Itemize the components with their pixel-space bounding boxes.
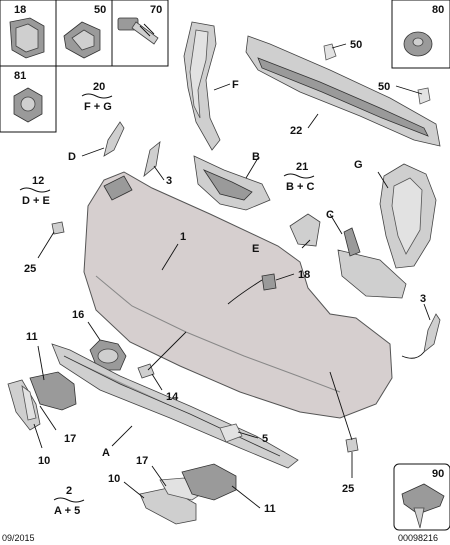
callout-2-sub: A + 5 [54, 505, 80, 517]
callout-17-left: 17 [64, 433, 76, 445]
inset-box-70[interactable]: 70 [111, 0, 169, 67]
inset-box-18[interactable]: 18 [0, 0, 57, 67]
bracket-e[interactable] [289, 213, 321, 247]
reflector-strip-3-left[interactable] [143, 141, 161, 178]
callout-11-left: 11 [26, 331, 38, 343]
callout-e: E [252, 243, 259, 255]
callout-80: 80 [432, 4, 444, 16]
bracket-c[interactable] [337, 249, 407, 299]
inset-box-81[interactable]: 81 [0, 65, 57, 133]
clip-18-mid[interactable] [261, 273, 277, 291]
reflector-frame-11-bottom[interactable] [181, 463, 237, 501]
callout-12: 12 [32, 175, 44, 187]
callout-25-bottom: 25 [342, 483, 354, 495]
callout-18-mid: 18 [298, 269, 310, 281]
callout-f: F [232, 79, 239, 91]
callout-21-sub: B + C [286, 181, 314, 193]
callout-10-left: 10 [38, 455, 50, 467]
callout-3-left: 3 [166, 175, 172, 187]
callout-g: G [354, 159, 363, 171]
callout-3-right: 3 [420, 293, 426, 305]
callout-5: 5 [262, 433, 268, 445]
callout-20: 20 [93, 81, 105, 93]
clip-25-bottom[interactable] [345, 437, 359, 453]
callout-14: 14 [166, 391, 179, 403]
callout-50-box: 50 [94, 4, 106, 16]
callout-d: D [68, 151, 76, 163]
inset-box-50[interactable]: 50 [55, 0, 113, 67]
callout-2: 2 [66, 485, 72, 497]
clip-d[interactable] [103, 121, 125, 157]
callout-c: C [326, 209, 334, 221]
clip-25-left[interactable] [51, 221, 65, 235]
reflector-frame-11-left[interactable] [29, 371, 77, 411]
screw-shaft-70 [131, 21, 159, 45]
callout-1: 1 [180, 231, 186, 243]
cap-5[interactable] [219, 423, 243, 443]
callout-11-bottom: 11 [264, 503, 276, 515]
callout-25-left: 25 [24, 263, 36, 275]
callout-22: 22 [290, 125, 302, 137]
callout-21: 21 [296, 161, 308, 173]
inset-box-90[interactable]: 90 [393, 463, 450, 531]
callout-81: 81 [14, 70, 26, 82]
footer-reference: 00098216 [398, 533, 438, 543]
callout-50-a: 50 [350, 39, 362, 51]
callout-90: 90 [432, 468, 444, 480]
callout-12-sub: D + E [22, 195, 50, 207]
clip-50-a [323, 43, 337, 61]
inset-box-80[interactable]: 80 [391, 0, 450, 69]
callout-50-b: 50 [378, 81, 390, 93]
callout-70: 70 [150, 4, 162, 16]
callout-10-bottom: 10 [108, 473, 120, 485]
footer-date: 09/2015 [2, 533, 35, 543]
callout-a: A [102, 447, 110, 459]
callout-b: B [252, 151, 260, 163]
leader-lines [33, 43, 431, 509]
clip-part-90 [401, 483, 445, 515]
gasket-17-left [21, 385, 37, 421]
reflector-strip-3-right[interactable] [423, 313, 441, 353]
callout-17-bottom: 17 [136, 455, 148, 467]
callout-16: 16 [72, 309, 84, 321]
callout-18-top: 18 [14, 4, 26, 16]
clip-50-b [417, 87, 431, 105]
callout-20-sub: F + G [84, 101, 112, 113]
